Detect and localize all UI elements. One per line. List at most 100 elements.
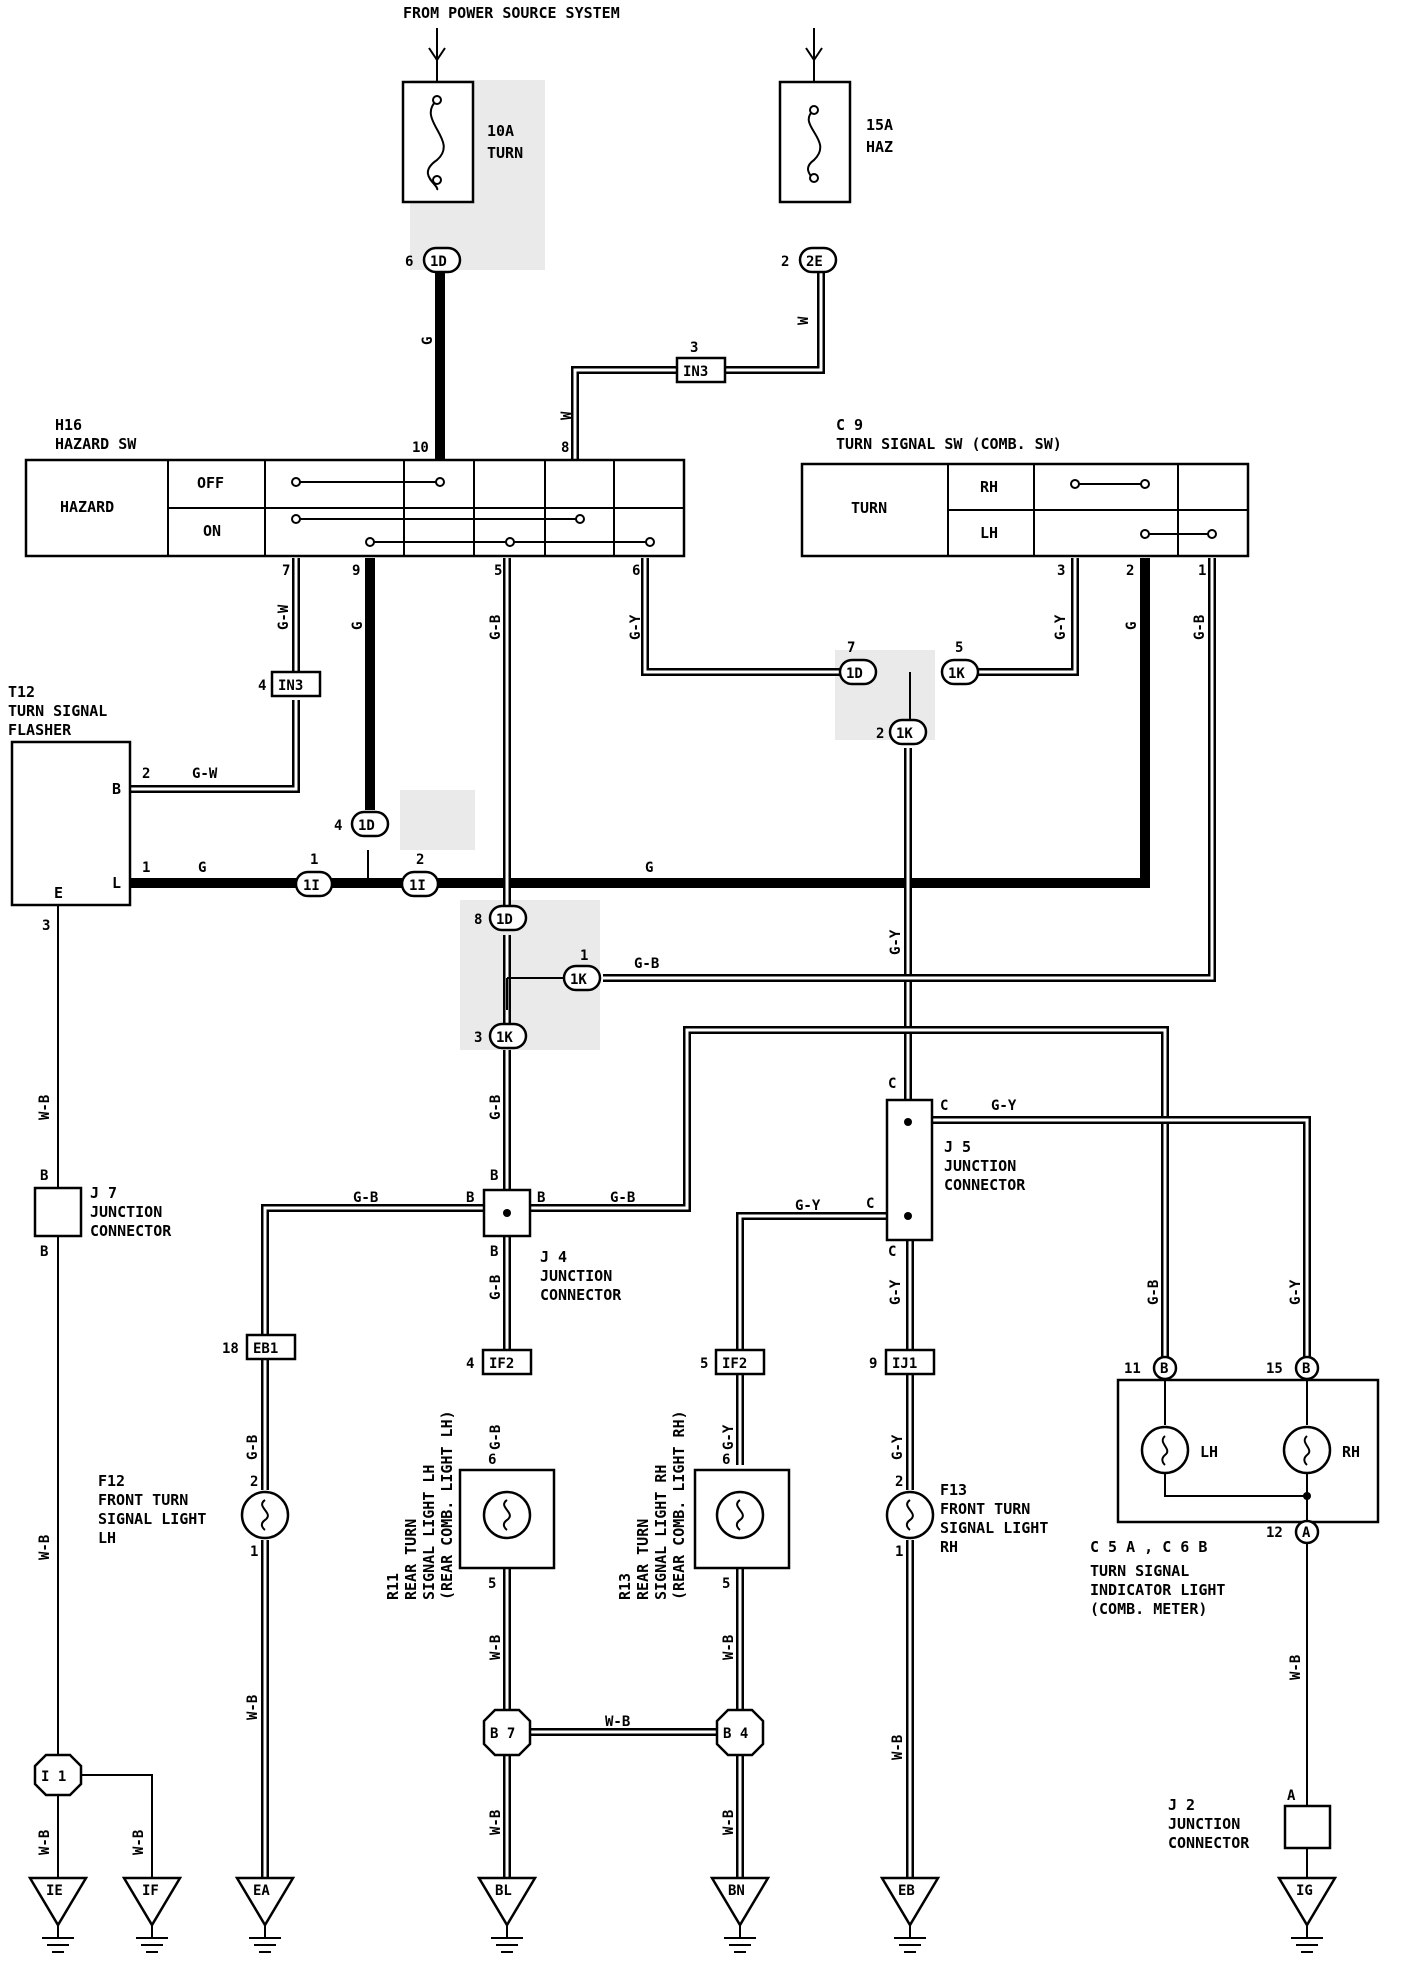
j7-code: J 7: [90, 1184, 117, 1202]
svg-text:G-Y: G-Y: [890, 1434, 906, 1460]
svg-text:5: 5: [494, 563, 502, 579]
connector-1i-b: 1I: [400, 870, 440, 898]
svg-text:B: B: [490, 1168, 498, 1184]
svg-text:18: 18: [222, 1341, 239, 1357]
svg-text:G-Y: G-Y: [1053, 614, 1069, 640]
ground-ig: IG: [1276, 1876, 1338, 1953]
ground-bn: BN: [709, 1876, 771, 1953]
connectors-octagon: B 7 B 4 I 1: [33, 1708, 765, 1797]
indicator-line1: TURN SIGNAL: [1090, 1562, 1189, 1580]
wires-double: [131, 270, 1311, 1878]
f13-line3: RH: [940, 1538, 958, 1556]
ground-bl: BL: [476, 1876, 538, 1953]
svg-text:W-B: W-B: [37, 1535, 53, 1560]
turn-switch-code: C 9: [836, 416, 863, 434]
svg-text:5: 5: [955, 640, 963, 656]
turn-signal-switch: TURN RH LH C 9 TURN SIGNAL SW (COMB. SW): [800, 416, 1250, 558]
svg-text:2E: 2E: [806, 254, 823, 270]
svg-text:A: A: [1287, 1788, 1296, 1804]
fuse-haz-name: HAZ: [866, 138, 893, 156]
svg-text:3: 3: [42, 918, 50, 934]
svg-text:B: B: [466, 1190, 474, 1206]
svg-text:7: 7: [847, 640, 855, 656]
svg-text:G: G: [198, 860, 206, 876]
svg-text:IN3: IN3: [278, 678, 303, 694]
indicator-rh-label: RH: [1342, 1443, 1360, 1461]
flasher-line2: FLASHER: [8, 721, 72, 739]
r13-line1: REAR TURN: [634, 1519, 652, 1600]
svg-text:10: 10: [412, 440, 429, 456]
svg-text:1: 1: [1198, 563, 1206, 579]
svg-text:G-Y: G-Y: [721, 1424, 737, 1450]
svg-text:W-B: W-B: [605, 1714, 630, 1730]
svg-text:3: 3: [1057, 563, 1065, 579]
svg-text:5: 5: [700, 1356, 708, 1372]
svg-text:G-Y: G-Y: [628, 614, 644, 640]
fuse-turn-name: TURN: [487, 144, 523, 162]
svg-text:1: 1: [250, 1544, 258, 1560]
connector-1d-mid: 1D: [488, 904, 528, 932]
hazard-label: HAZARD: [60, 498, 114, 516]
indicator-line2: INDICATOR LIGHT: [1090, 1581, 1225, 1599]
hazard-on-label: ON: [203, 522, 221, 540]
connector-i1: I 1: [33, 1753, 83, 1797]
svg-text:1I: 1I: [409, 878, 426, 894]
connector-in3-flasher: IN3: [270, 670, 322, 698]
front-turn-light-lh: F12 FRONT TURN SIGNAL LIGHT LH: [98, 1472, 290, 1547]
svg-text:1K: 1K: [896, 726, 913, 742]
f13-line2: SIGNAL LIGHT: [940, 1519, 1048, 1537]
fuse-haz-rating: 15A: [866, 116, 893, 134]
svg-text:2: 2: [781, 254, 789, 270]
svg-text:W-B: W-B: [131, 1830, 147, 1855]
pin-numbers: 6 2 3 10 8 7 9 5 6 3 2 1 4 2 1 3 4 1 2 8…: [40, 254, 1296, 1804]
ground-if: IF: [121, 1876, 183, 1953]
svg-text:A: A: [1302, 1525, 1311, 1541]
f12-line3: LH: [98, 1529, 116, 1547]
svg-text:2: 2: [142, 766, 150, 782]
wires-thick: [130, 270, 1150, 888]
r13-line3: (REAR COMB. LIGHT RH): [670, 1410, 688, 1600]
connectors-oval: 1D 2E 1D 1I 1I 1D 1K 1K 1D 1K 1K: [294, 246, 980, 1050]
svg-text:12: 12: [1266, 1525, 1283, 1541]
svg-text:7: 7: [282, 563, 290, 579]
svg-text:G: G: [420, 337, 436, 345]
j5-line2: CONNECTOR: [944, 1176, 1026, 1194]
svg-text:W-B: W-B: [721, 1810, 737, 1835]
connector-1k-c: 1K: [940, 658, 980, 686]
r11-line1: REAR TURN: [402, 1519, 420, 1600]
svg-text:2: 2: [416, 852, 424, 868]
svg-text:6: 6: [488, 1452, 496, 1468]
svg-text:1K: 1K: [496, 1030, 513, 1046]
svg-text:G-B: G-B: [488, 1275, 504, 1300]
ground-eb: EB: [879, 1876, 941, 1953]
connectors-rect: IN3 IN3 EB1 IF2 IF2 IJ1: [245, 356, 936, 1376]
svg-text:W: W: [559, 411, 575, 420]
connector-if2-rh: IF2: [714, 1348, 766, 1376]
svg-text:EB: EB: [898, 1883, 915, 1899]
j2-line2: CONNECTOR: [1168, 1834, 1250, 1852]
connector-if2-lh: IF2: [481, 1348, 533, 1376]
j7-line1: JUNCTION: [90, 1203, 162, 1221]
indicator-code: C 5 A , C 6 B: [1090, 1538, 1207, 1556]
svg-text:W-B: W-B: [488, 1810, 504, 1835]
svg-text:C: C: [888, 1076, 896, 1092]
svg-text:G-W: G-W: [192, 766, 218, 782]
flasher-b-pin: B: [112, 780, 121, 798]
connector-1d-left: 1D: [350, 810, 390, 838]
svg-text:B 4: B 4: [723, 1726, 748, 1742]
connector-eb1: EB1: [245, 1333, 297, 1361]
svg-text:C: C: [866, 1196, 874, 1212]
flasher-e-pin: E: [54, 884, 63, 902]
connector-1d-right: 1D: [838, 658, 878, 686]
svg-text:BN: BN: [728, 1883, 745, 1899]
svg-text:G-W: G-W: [276, 604, 292, 630]
svg-text:G-Y: G-Y: [795, 1198, 821, 1214]
svg-text:C: C: [888, 1244, 896, 1260]
j5-code: J 5: [944, 1138, 971, 1156]
svg-text:IF2: IF2: [489, 1356, 514, 1372]
power-source-label: FROM POWER SOURCE SYSTEM: [403, 4, 620, 22]
j4-code: J 4: [540, 1248, 567, 1266]
svg-text:W-B: W-B: [890, 1735, 906, 1760]
flasher-code: T12: [8, 683, 35, 701]
